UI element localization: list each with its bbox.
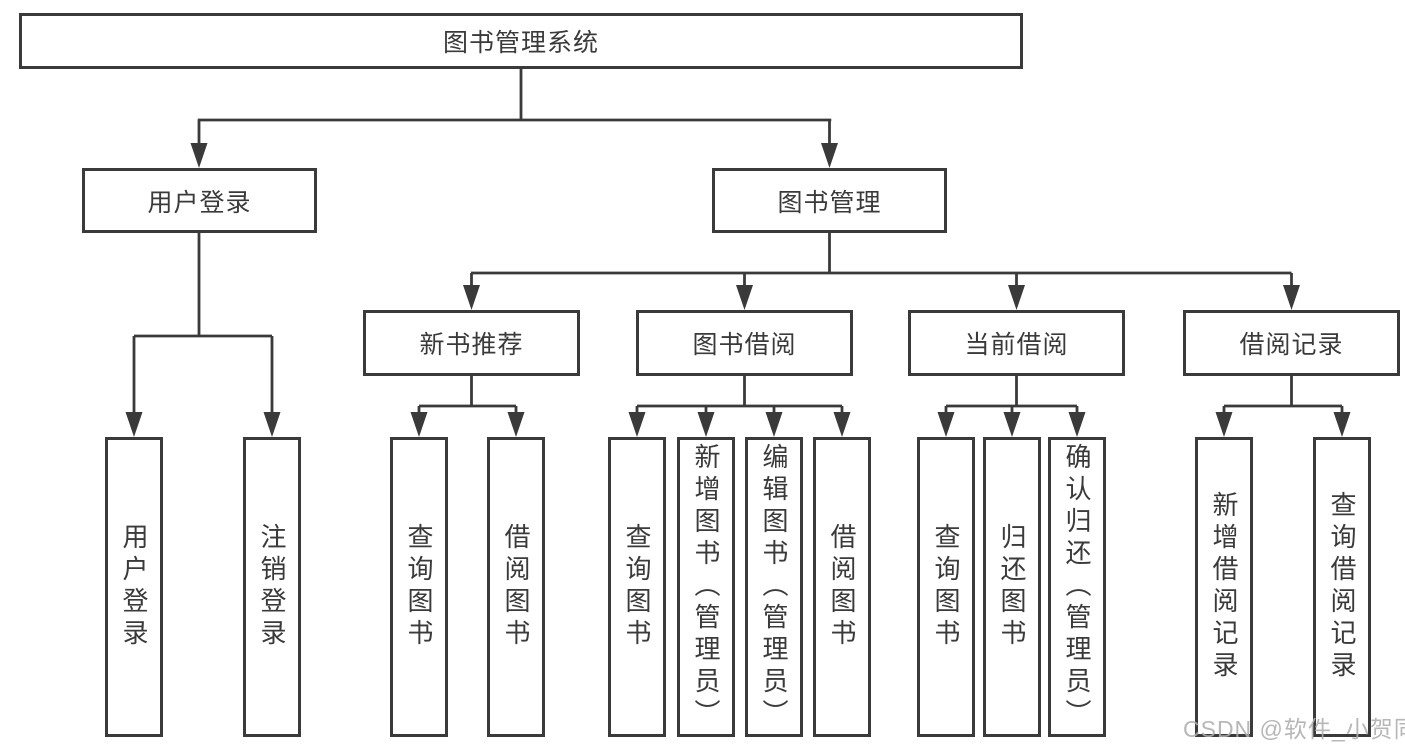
arrowhead <box>1215 412 1233 437</box>
connector-borrow-records-children <box>1222 376 1344 414</box>
leaf-records-add-label: 新增借阅记录 <box>1209 491 1239 683</box>
connector-user-login-children <box>132 233 274 414</box>
arrowhead <box>1068 412 1086 437</box>
arrowhead <box>697 412 715 437</box>
connector-root-to-level2 <box>197 68 832 146</box>
node-root-label: 图书管理系统 <box>442 29 599 57</box>
arrowhead <box>125 412 143 437</box>
node-new-book-recommend-label: 新书推荐 <box>419 331 524 359</box>
leaf-borrow-add-books-admin: 新增图书（管理员） <box>677 437 735 737</box>
connector-new-books-children <box>417 376 518 414</box>
leaf-logout-label: 注销登录 <box>257 523 287 651</box>
connector-current-borrow-children <box>944 376 1079 414</box>
arrowhead <box>1333 412 1351 437</box>
node-user-login: 用户登录 <box>82 168 317 233</box>
node-borrow-records: 借阅记录 <box>1183 310 1400 376</box>
leaf-current-confirm-return-admin-label: 确认归还（管理员） <box>1062 443 1092 731</box>
leaf-records-query: 查询借阅记录 <box>1313 437 1371 737</box>
node-book-management: 图书管理 <box>712 168 947 233</box>
leaf-current-query-books: 查询图书 <box>917 437 975 737</box>
node-new-book-recommend: 新书推荐 <box>363 310 580 376</box>
leaf-borrow-borrow-books: 借阅图书 <box>813 437 871 737</box>
arrowhead <box>190 143 208 168</box>
connector-book-mgmt-to-level3 <box>470 233 1293 289</box>
arrowhead <box>507 412 525 437</box>
node-user-login-label: 用户登录 <box>147 188 252 217</box>
node-book-management-label: 图书管理 <box>777 188 882 217</box>
leaf-current-confirm-return-admin: 确认归还（管理员） <box>1048 437 1106 737</box>
leaf-current-return-books-label: 归还图书 <box>997 523 1027 651</box>
arrowhead <box>263 412 281 437</box>
arrowhead <box>833 412 851 437</box>
node-current-borrow: 当前借阅 <box>908 310 1125 376</box>
arrowhead <box>628 412 646 437</box>
arrowhead <box>410 412 428 437</box>
leaf-new-books-query: 查询图书 <box>390 437 448 737</box>
arrowhead <box>821 143 838 168</box>
arrowhead <box>463 285 480 310</box>
leaf-new-books-borrow-label: 借阅图书 <box>501 523 531 651</box>
leaf-current-query-books-label: 查询图书 <box>931 523 961 651</box>
leaf-records-add: 新增借阅记录 <box>1195 437 1253 737</box>
arrowhead <box>765 412 783 437</box>
leaf-current-return-books: 归还图书 <box>983 437 1041 737</box>
arrowhead <box>736 285 753 310</box>
leaf-borrow-edit-books-admin: 编辑图书（管理员） <box>745 437 803 737</box>
leaf-logout: 注销登录 <box>243 437 301 737</box>
leaf-records-query-label: 查询借阅记录 <box>1327 491 1357 683</box>
leaf-borrow-query-books: 查询图书 <box>608 437 666 737</box>
node-root: 图书管理系统 <box>19 13 1023 69</box>
arrowhead <box>1283 285 1300 310</box>
leaf-user-login: 用户登录 <box>105 437 163 737</box>
node-book-borrow-label: 图书借阅 <box>692 331 797 359</box>
node-borrow-records-label: 借阅记录 <box>1239 331 1344 359</box>
leaf-new-books-query-label: 查询图书 <box>404 523 434 651</box>
arrowhead <box>937 412 955 437</box>
arrowhead <box>1008 285 1025 310</box>
leaf-borrow-query-books-label: 查询图书 <box>622 523 652 651</box>
leaf-borrow-add-books-admin-label: 新增图书（管理员） <box>691 443 721 731</box>
leaf-borrow-edit-books-admin-label: 编辑图书（管理员） <box>759 443 789 731</box>
leaf-new-books-borrow: 借阅图书 <box>487 437 545 737</box>
leaf-borrow-borrow-books-label: 借阅图书 <box>827 523 857 651</box>
arrowhead <box>1003 412 1021 437</box>
node-current-borrow-label: 当前借阅 <box>964 331 1069 359</box>
leaf-user-login-label: 用户登录 <box>119 523 149 651</box>
csdn-watermark: CSDN @软件_小贺同学 <box>1183 716 1405 742</box>
connector-book-borrow-children <box>635 376 844 414</box>
node-book-borrow: 图书借阅 <box>636 310 853 376</box>
